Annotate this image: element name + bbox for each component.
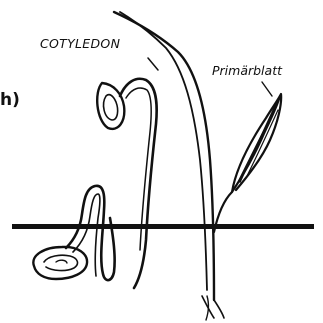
- cotyledon-label: COTYLEDON: [40, 36, 120, 51]
- soil-line: [12, 224, 314, 229]
- seed-embryo: [33, 247, 87, 279]
- hooked-seedling-young: [66, 186, 115, 280]
- hooked-seedling-with-cotyledon: [97, 79, 156, 288]
- primary-leaf-label: Primärblatt: [212, 63, 282, 78]
- cotyledon-leader-line: [148, 58, 158, 70]
- primary-leaf-leader-line: [262, 82, 272, 96]
- seedling-stem-tall: [114, 12, 224, 320]
- panel-label: h): [0, 90, 20, 110]
- primary-leaf-shoot: [214, 94, 281, 232]
